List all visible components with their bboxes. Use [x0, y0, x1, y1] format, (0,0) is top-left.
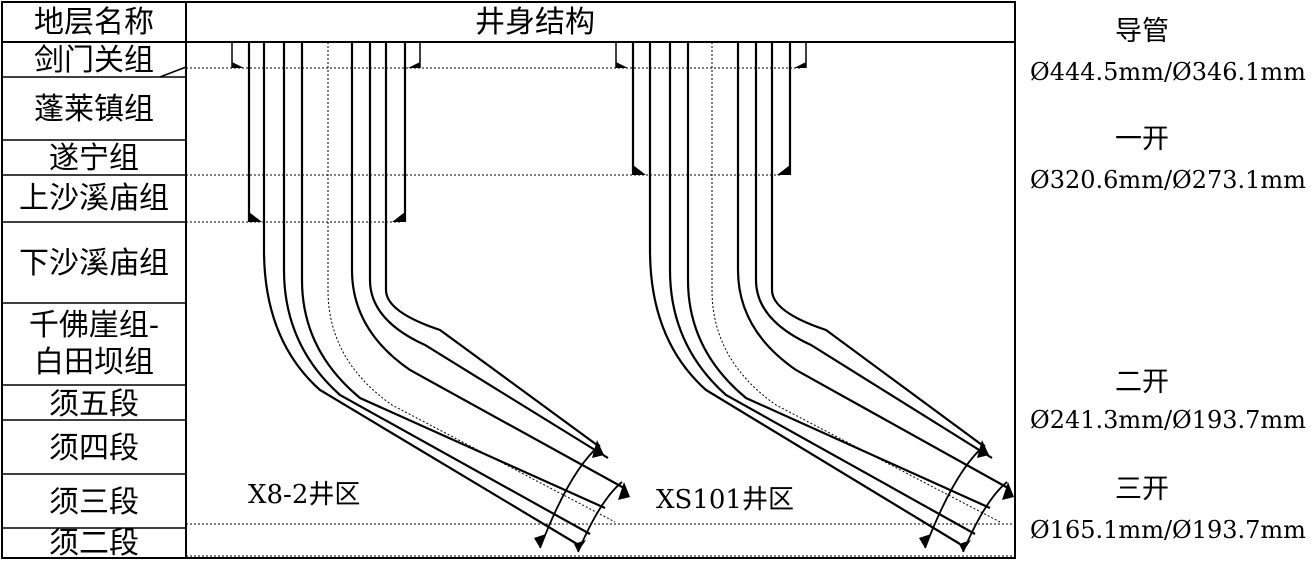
casing-string-4 [350, 42, 625, 489]
well-centreline-2 [711, 42, 1001, 523]
strata-column-header: 地层名称 [34, 5, 154, 40]
casing-string-5 [368, 42, 609, 459]
stratum-xu4: 须四段 [49, 431, 139, 466]
stratum-suining: 遂宁组 [49, 141, 139, 176]
stratum-xu2: 须二段 [49, 526, 139, 561]
stratum-penglaizhen: 蓬莱镇组 [34, 92, 154, 127]
casing-string-2-2 [668, 42, 976, 535]
well-centreline [327, 42, 616, 523]
casing-shoes-well-2 [616, 62, 1014, 552]
strata-column: 剑门关组 蓬莱镇组 遂宁组 上沙溪庙组 下沙溪庙组 千佛崖组- 白田坝组 须五段… [19, 43, 169, 561]
stratum-lower-shaximiao: 下沙溪庙组 [19, 246, 169, 281]
stratum-xu5: 须五段 [49, 387, 139, 422]
casing-string-3 [300, 42, 606, 510]
well-label-x8-2: X8-2井区 [248, 480, 360, 510]
casing-stage-third: 三开 [1115, 474, 1169, 505]
casing-shoes-well-1 [232, 62, 630, 552]
stratum-jianmenguan: 剑门关组 [34, 43, 154, 78]
casing-string-2-1 [648, 42, 961, 545]
boundary-tick [159, 66, 187, 78]
casing-stage-first: 一开 [1115, 124, 1169, 155]
casing-string-6 [384, 42, 598, 446]
toe-arc [539, 444, 601, 549]
stratum-xu3: 须三段 [49, 485, 139, 520]
conductor-casing [231, 41, 421, 68]
casing-string-2-5 [754, 42, 993, 459]
structure-column-header: 井身结构 [475, 5, 595, 40]
toe-arc-w2 [924, 444, 986, 549]
well-label-xs101: XS101井区 [656, 485, 794, 515]
surface-casing-2 [631, 42, 792, 175]
stratum-baitianba: 白田坝组 [34, 345, 154, 380]
surface-casing [247, 42, 407, 222]
casing-size-second: Ø241.3mm/Ø193.7mm [1030, 406, 1306, 434]
casing-stage-second: 二开 [1115, 367, 1169, 398]
stratum-upper-shaximiao: 上沙溪庙组 [19, 181, 169, 216]
casing-string-2-6 [770, 42, 983, 446]
casing-stage-conductor: 导管 [1115, 16, 1169, 47]
well-x8-2 [231, 41, 625, 553]
casing-size-first: Ø320.6mm/Ø273.1mm [1030, 166, 1306, 194]
casing-annotations: 导管 Ø444.5mm/Ø346.1mm 一开 Ø320.6mm/Ø273.1m… [1030, 16, 1306, 544]
casing-string-2-4 [736, 42, 1009, 489]
formation-boundaries [186, 67, 1015, 557]
casing-size-third: Ø165.1mm/Ø193.7mm [1030, 516, 1306, 544]
casing-string-2-3 [686, 42, 991, 510]
casing-string-1 [262, 42, 578, 545]
casing-size-conductor: Ø444.5mm/Ø346.1mm [1030, 58, 1306, 86]
conductor-casing-2 [615, 41, 807, 68]
stratum-qianfoya: 千佛崖组- [29, 308, 159, 343]
casing-string-2 [282, 42, 591, 535]
well-xs101 [615, 41, 1009, 553]
table-frame [1, 1, 1016, 559]
